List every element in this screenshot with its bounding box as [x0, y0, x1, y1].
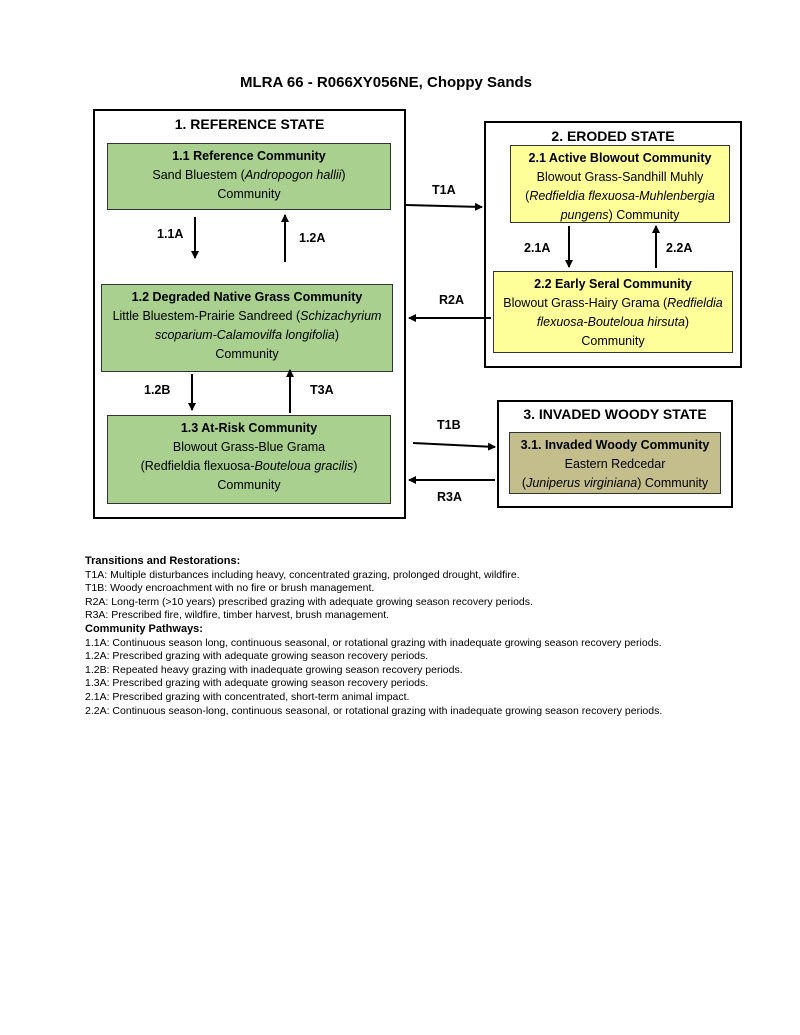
- community-1-2: 1.2 Degraded Native Grass Community Litt…: [101, 284, 393, 372]
- community-1-1: 1.1 Reference Community Sand Bluestem (A…: [107, 143, 391, 210]
- label-2-2a: 2.2A: [666, 241, 693, 255]
- pathway-note: 1.3A: Prescribed grazing with adequate g…: [85, 677, 429, 690]
- label-1-1a: 1.1A: [157, 227, 184, 241]
- label-r3a: R3A: [437, 490, 463, 504]
- community-1-2-text: Little Bluestem-Prairie Sandreed (: [112, 309, 301, 323]
- transition-note: T1A: Multiple disturbances including hea…: [85, 568, 520, 581]
- community-3-1-title: 3.1. Invaded Woody Community: [520, 438, 710, 452]
- community-1-1-title: 1.1 Reference Community: [172, 149, 326, 163]
- pathway-note: 2.1A: Prescribed grazing with concentrat…: [85, 690, 410, 703]
- community-2-1-suffix: ) Community: [608, 208, 680, 222]
- community-1-2-text-end: ): [334, 328, 340, 342]
- community-2-1-title: 2.1 Active Blowout Community: [528, 151, 712, 165]
- community-1-2-suffix: Community: [215, 347, 279, 361]
- label-1-2b: 1.2B: [144, 383, 171, 397]
- community-2-2: 2.2 Early Seral Community Blowout Grass-…: [493, 271, 733, 353]
- label-t1b: T1B: [437, 418, 461, 432]
- community-2-1-paren: (: [525, 189, 530, 203]
- community-1-2-species-cont: scoparium-Calamovilfa longifolia: [154, 328, 335, 342]
- label-1-2a: 1.2A: [299, 231, 326, 245]
- transition-note: R2A: Long-term (>10 years) prescribed gr…: [85, 595, 533, 608]
- community-2-2-suffix: Community: [581, 334, 645, 348]
- community-2-2-text: Blowout Grass-Hairy Grama (: [503, 296, 668, 310]
- label-2-1a: 2.1A: [524, 241, 551, 255]
- label-t3a: T3A: [310, 383, 334, 397]
- community-1-1-suffix: Community: [217, 187, 281, 201]
- community-2-1: 2.1 Active Blowout Community Blowout Gra…: [510, 145, 730, 223]
- community-3-1-text: Eastern Redcedar: [564, 457, 666, 471]
- community-1-1-text-end: ): [341, 168, 346, 182]
- pathway-note: 1.1A: Continuous season long, continuous…: [85, 636, 662, 649]
- community-1-3-suffix: Community: [217, 478, 281, 492]
- label-r2a: R2A: [439, 293, 465, 307]
- community-1-3-species-prefix: (Redfieldia flexuosa-: [140, 459, 255, 473]
- community-2-2-title: 2.2 Early Seral Community: [534, 277, 692, 291]
- community-3-1-species: Juniperus virginiana: [526, 476, 638, 490]
- reference-state-label: 1. REFERENCE STATE: [174, 116, 325, 132]
- community-2-2-species: Redfieldia: [667, 296, 723, 310]
- community-1-3: 1.3 At-Risk Community Blowout Grass-Blue…: [107, 415, 391, 504]
- community-3-1-suffix: ) Community: [637, 476, 709, 490]
- community-1-2-species: Schizachyrium: [300, 309, 382, 323]
- community-1-1-text: Sand Bluestem (: [152, 168, 245, 182]
- eroded-state-label: 2. ERODED STATE: [551, 128, 675, 144]
- community-1-2-title: 1.2 Degraded Native Grass Community: [131, 290, 363, 304]
- arrow-t1a: [405, 202, 483, 211]
- community-3-1: 3.1. Invaded Woody Community Eastern Red…: [509, 432, 721, 494]
- pathway-note: 2.2A: Continuous season-long, continuous…: [85, 704, 663, 717]
- pathway-note: 1.2B: Repeated heavy grazing with inadeq…: [85, 663, 463, 676]
- community-2-1-species-cont: pungens: [560, 208, 609, 222]
- community-2-1-text: Blowout Grass-Sandhill Muhly: [536, 170, 704, 184]
- community-2-2-text-end: ): [684, 315, 690, 329]
- pathways-heading: Community Pathways:: [85, 622, 203, 635]
- community-1-1-species: Andropogon hallii: [244, 168, 342, 182]
- transition-note: R3A: Prescribed fire, wildfire, timber h…: [85, 609, 390, 622]
- community-1-3-text: Blowout Grass-Blue Grama: [172, 440, 326, 454]
- community-1-3-species: Bouteloua gracilis: [254, 459, 354, 473]
- transitions-heading: Transitions and Restorations:: [85, 555, 241, 567]
- community-2-1-species: Redfieldia flexuosa-Muhlenbergia: [529, 189, 715, 203]
- community-3-1-paren: (: [521, 476, 527, 490]
- label-t1a: T1A: [432, 183, 456, 197]
- pathway-note: 1.2A: Prescribed grazing with adequate g…: [85, 650, 429, 663]
- woody-state-label: 3. INVADED WOODY STATE: [523, 406, 707, 422]
- community-1-3-title: 1.3 At-Risk Community: [180, 421, 318, 435]
- diagram-title: MLRA 66 - R066XY056NE, Choppy Sands: [239, 74, 533, 91]
- transition-note: T1B: Woody encroachment with no fire or …: [85, 582, 375, 595]
- notes-section: Transitions and Restorations: T1A: Multi…: [85, 555, 785, 718]
- community-2-2-species-cont: flexuosa-Bouteloua hirsuta: [536, 315, 685, 329]
- arrow-t1b: [412, 442, 496, 451]
- community-1-3-text-end: ): [353, 459, 358, 473]
